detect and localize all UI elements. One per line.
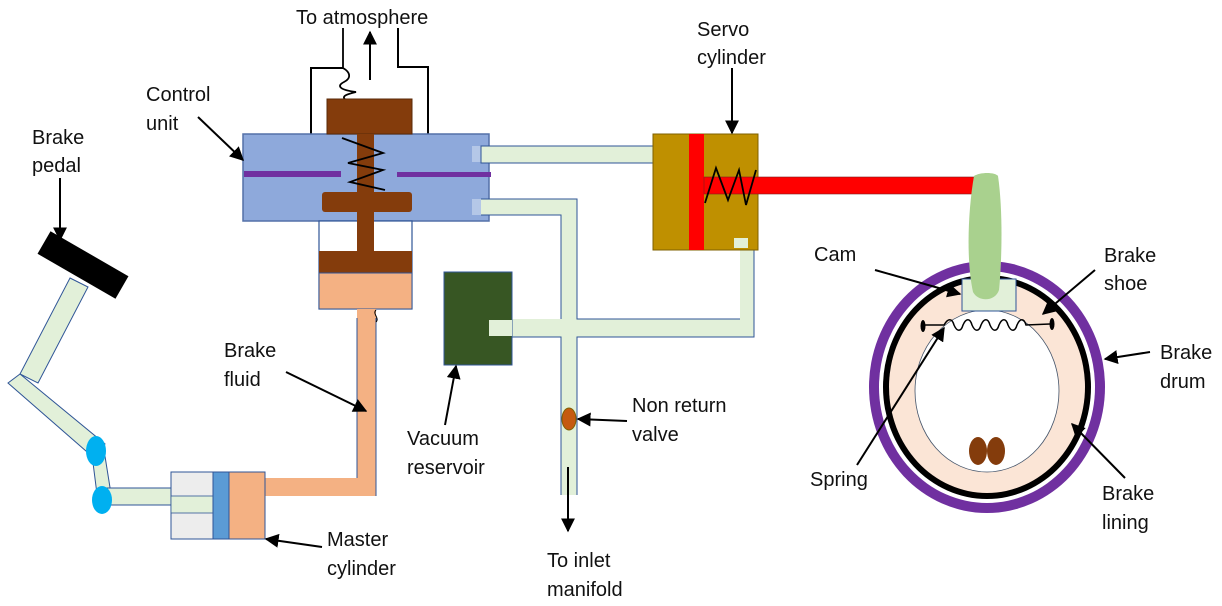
label-control-unit-1: Control	[146, 84, 210, 106]
hydraulic-cylinder	[265, 212, 413, 496]
label-inlet-manifold-1: To inlet	[547, 550, 611, 572]
labels: To atmosphere Control unit Servo cylinde…	[32, 7, 1212, 601]
brake-fluid-chamber	[318, 272, 413, 310]
arrow-spring	[856, 326, 945, 466]
non-return-valve	[561, 407, 577, 431]
servo-piston	[689, 134, 704, 250]
label-brake-lining-1: Brake	[1102, 483, 1154, 505]
servo-spring-icon	[704, 165, 757, 206]
pipe-to-servo	[480, 145, 669, 164]
label-vacuum-reservoir-2: reservoir	[407, 457, 485, 479]
label-to-atmosphere: To atmosphere	[296, 7, 428, 29]
top-piston	[326, 98, 413, 135]
arrow-master-cylinder	[264, 533, 323, 548]
label-inlet-manifold-2: manifold	[547, 579, 623, 601]
label-brake-pedal-1: Brake	[32, 127, 84, 149]
brake-drum-assembly	[869, 173, 1105, 513]
label-cam: Cam	[814, 244, 856, 266]
label-brake-drum-1: Brake	[1160, 342, 1212, 364]
brake-pedal-pad	[37, 231, 129, 299]
arrow-brake-lining	[1071, 423, 1126, 479]
lower-piston	[322, 192, 412, 212]
master-push-rod-inside	[170, 495, 214, 514]
servo-push-rod	[703, 176, 975, 195]
atmosphere-housing-right	[397, 28, 429, 134]
brake-fluid-pipe	[265, 309, 376, 496]
label-brake-shoe-1: Brake	[1104, 245, 1156, 267]
anchor-pin-left	[969, 437, 987, 465]
arrow-vacuum-reservoir	[444, 364, 461, 426]
servo-cylinder	[652, 133, 975, 251]
control-outlet-lower	[472, 199, 481, 215]
master-piston	[212, 471, 230, 540]
diaphragm-left	[244, 171, 341, 177]
shoe-inner	[914, 309, 1060, 473]
fluid-pipe-kink	[374, 309, 378, 323]
pivot-lower	[92, 486, 112, 514]
label-brake-drum-2: drum	[1160, 371, 1206, 393]
control-outlet-upper	[472, 146, 481, 162]
label-brake-shoe-2: shoe	[1104, 273, 1147, 295]
label-spring: Spring	[810, 469, 868, 491]
spring-anchor-left	[920, 320, 926, 332]
servo-vacuum-port	[734, 238, 748, 248]
arrow-non-return-valve	[576, 412, 628, 427]
label-master-cylinder-2: cylinder	[327, 558, 396, 580]
master-cylinder	[170, 471, 266, 540]
control-unit	[242, 28, 491, 222]
leader-lines	[53, 68, 1151, 548]
master-fluid	[228, 471, 266, 540]
arrow-brake-drum	[1103, 350, 1151, 364]
hydraulic-piston	[319, 251, 412, 273]
label-non-return-valve-1: Non return	[632, 395, 727, 417]
label-servo-cylinder-1: Servo	[697, 19, 749, 41]
label-master-cylinder-1: Master	[327, 529, 388, 551]
pivot-upper	[86, 436, 106, 466]
reservoir-pipe-stub	[489, 320, 512, 336]
arrow-control-unit	[197, 116, 245, 161]
spring-anchor-right	[1049, 318, 1055, 330]
atmosphere-vent-wave	[339, 28, 357, 101]
piston-rod-lower	[357, 212, 374, 252]
label-brake-pedal-2: pedal	[32, 155, 81, 177]
cam-lever	[968, 173, 1002, 300]
drum-spring-icon	[924, 319, 1051, 331]
vacuum-reservoir	[443, 271, 513, 366]
label-control-unit-2: unit	[146, 113, 179, 135]
arrow-brake-shoe	[1041, 269, 1096, 315]
label-brake-lining-2: lining	[1102, 512, 1149, 534]
arrow-brake-fluid	[285, 371, 368, 412]
arrow-cam	[874, 269, 962, 298]
label-non-return-valve-2: valve	[632, 424, 679, 446]
label-vacuum-reservoir-1: Vacuum	[407, 428, 479, 450]
atmosphere-housing-left	[310, 67, 343, 134]
pedal-arm-upper	[19, 277, 89, 384]
pedal-arm-lower	[7, 373, 106, 459]
diaphragm-right	[397, 172, 491, 177]
vacuum-pipes	[480, 145, 755, 495]
label-brake-fluid-1: Brake	[224, 340, 276, 362]
control-spring-icon	[341, 137, 387, 191]
label-brake-fluid-2: fluid	[224, 369, 261, 391]
pipe-outline	[481, 198, 755, 495]
anchor-pin-right	[987, 437, 1005, 465]
label-servo-cylinder-2: cylinder	[697, 47, 766, 69]
